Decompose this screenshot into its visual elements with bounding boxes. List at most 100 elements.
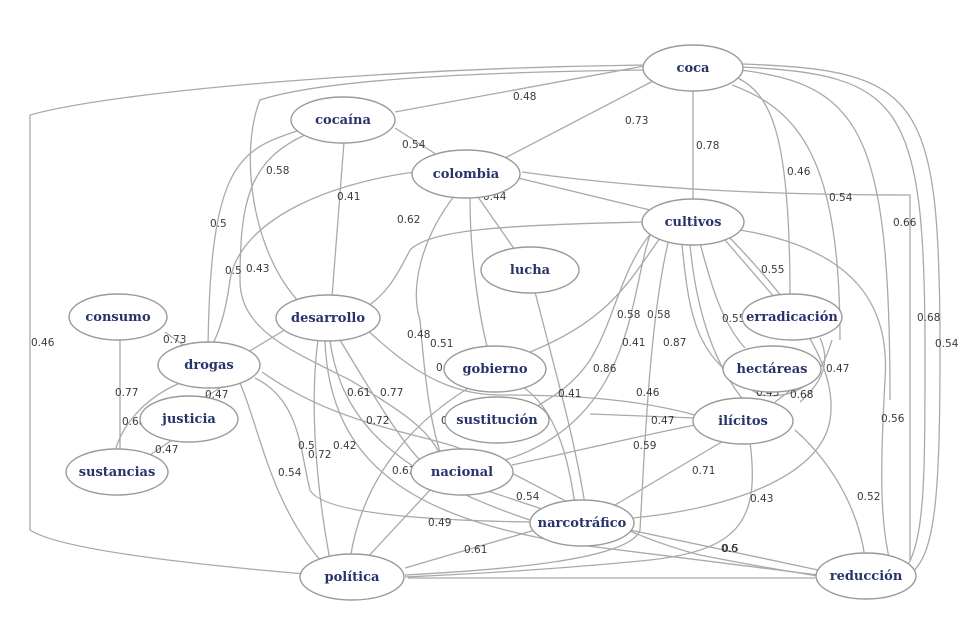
edge-label: 0.59 [633, 440, 656, 452]
edge-label: 0.54 [402, 139, 426, 151]
edge-label: 0.5 [225, 265, 242, 277]
edge-colombia-cultivos [517, 177, 651, 211]
edge-drogas-narcotrafico [254, 377, 531, 523]
edge-label: 0.55 [761, 264, 784, 276]
edge-cocaina-drogas [207, 129, 301, 351]
edge-label: 0.78 [696, 140, 719, 152]
edge-label: 0.86 [593, 363, 617, 375]
node-consumo[interactable]: consumo [68, 293, 168, 341]
edge-cultivos-narcotrafico [631, 237, 832, 519]
edge-label: 0.5 [210, 218, 227, 230]
edge-cultivos-erradicacion [724, 239, 776, 299]
edge-label: 0.41 [558, 388, 581, 400]
node-cultivos[interactable]: cultivos [641, 198, 745, 246]
node-label: cultivos [665, 215, 722, 230]
edge-label: 0.52 [857, 491, 880, 503]
edge-hectareas-ilicitos-b [799, 337, 826, 403]
edge-label: 0.54 [516, 491, 540, 503]
edge-label: 0.72 [366, 415, 389, 427]
edge-coca-desarrollo [249, 69, 649, 304]
edge-label: 0.87 [663, 337, 686, 349]
edge-ilicitos-politica [404, 441, 753, 578]
node-gobierno[interactable]: gobierno [443, 345, 547, 393]
edge-cultivos-sustitucion [534, 231, 653, 409]
edge-label: 0.62 [397, 214, 420, 226]
node-label: ilícitos [718, 414, 768, 429]
edge-label: 0.41 [622, 337, 645, 349]
node-drogas[interactable]: drogas [157, 341, 261, 389]
edge-desarrollo-ilicitos [364, 327, 696, 416]
node-layer: coca cocaína colombia cultivos lucha con… [65, 44, 917, 601]
node-label: gobierno [462, 362, 527, 377]
node-label: sustancias [79, 465, 156, 480]
edge-label: 0.5 [722, 543, 739, 555]
node-lucha[interactable]: lucha [480, 246, 580, 294]
edge-label: 0.41 [337, 191, 360, 203]
node-narcotrafico[interactable]: narcotráfico [529, 499, 635, 547]
edge-colombia-drogas [211, 169, 433, 346]
edge-drogas-sustancias [114, 382, 181, 453]
edge-label: 0.54 [829, 192, 853, 204]
edge-cultivos-politica [404, 242, 669, 576]
edge-drogas-reduccion [261, 371, 819, 577]
edge-label: 0.71 [692, 465, 715, 477]
node-label: reducción [830, 569, 903, 584]
node-sustitucion[interactable]: sustitución [444, 396, 550, 444]
edge-narcotrafico-politica [404, 529, 536, 569]
node-label: desarrollo [291, 311, 365, 326]
node-sustancias[interactable]: sustancias [65, 448, 169, 496]
edge-layer [29, 63, 941, 579]
node-coca[interactable]: coca [642, 44, 744, 92]
edge-desarrollo-politica [313, 339, 331, 561]
edge-coca-colombia [504, 79, 656, 159]
node-colombia[interactable]: colombia [411, 149, 521, 199]
node-politica[interactable]: política [299, 553, 405, 601]
node-label: drogas [184, 358, 233, 373]
edge-label: 0.63 [392, 465, 415, 477]
edge-label: 0.51 [430, 338, 453, 350]
edge-label: 0.46 [787, 166, 811, 178]
node-nacional[interactable]: nacional [410, 448, 514, 496]
edge-coca-politica [29, 64, 646, 575]
node-ilicitos[interactable]: ilícitos [692, 397, 794, 445]
edge-coca-erradicacion [737, 77, 791, 297]
edge-desarrollo-narcotrafico [329, 340, 531, 521]
edge-label: 0.46 [636, 387, 660, 399]
edge-drogas-politica [239, 382, 321, 561]
edge-ilicitos-reduccion [794, 429, 866, 559]
node-label: sustitución [456, 413, 538, 428]
edge-label: 0.5 [298, 440, 315, 452]
node-hectareas[interactable]: hectáreas [722, 345, 822, 393]
edge-colombia-gobierno [469, 197, 489, 351]
node-cocaina[interactable]: cocaína [290, 96, 396, 144]
node-justicia[interactable]: justicia [139, 395, 239, 443]
edge-label: 0.68 [917, 312, 940, 324]
edge-desarrollo-nacional [339, 339, 421, 461]
node-label: nacional [431, 465, 493, 480]
node-label: hectáreas [737, 362, 808, 377]
edge-lucha-narcotrafico [534, 291, 586, 506]
edge-coca-reduccion-a [741, 66, 926, 571]
edge-label: 0.48 [513, 91, 536, 103]
edge-label: 0.58 [266, 165, 289, 177]
node-desarrollo[interactable]: desarrollo [275, 294, 381, 342]
edge-label: 0.49 [428, 517, 451, 529]
node-label: justicia [161, 412, 216, 427]
node-reduccion[interactable]: reducción [815, 552, 917, 600]
edge-coca-ilicitos [739, 69, 891, 401]
node-erradicacion[interactable]: erradicación [741, 293, 843, 341]
node-label: colombia [433, 167, 500, 182]
edge-desarrollo-drogas [247, 327, 289, 353]
edge-label: 0.61 [347, 387, 370, 399]
edge-colombia-reduccion [521, 171, 911, 560]
node-label: consumo [85, 310, 151, 325]
edge-label: 0.43 [750, 493, 773, 505]
edge-label: 0.54 [935, 338, 959, 350]
edge-cultivos-ilicitos [689, 243, 746, 403]
edge-label: 0.77 [380, 387, 403, 399]
edge-label: 0.48 [407, 329, 430, 341]
edge-coca-reduccion-b [741, 63, 941, 575]
edge-ilicitos-sustitucion [589, 413, 696, 419]
edge-label: 0.68 [790, 389, 813, 401]
edge-label: 0.58 [647, 309, 670, 321]
